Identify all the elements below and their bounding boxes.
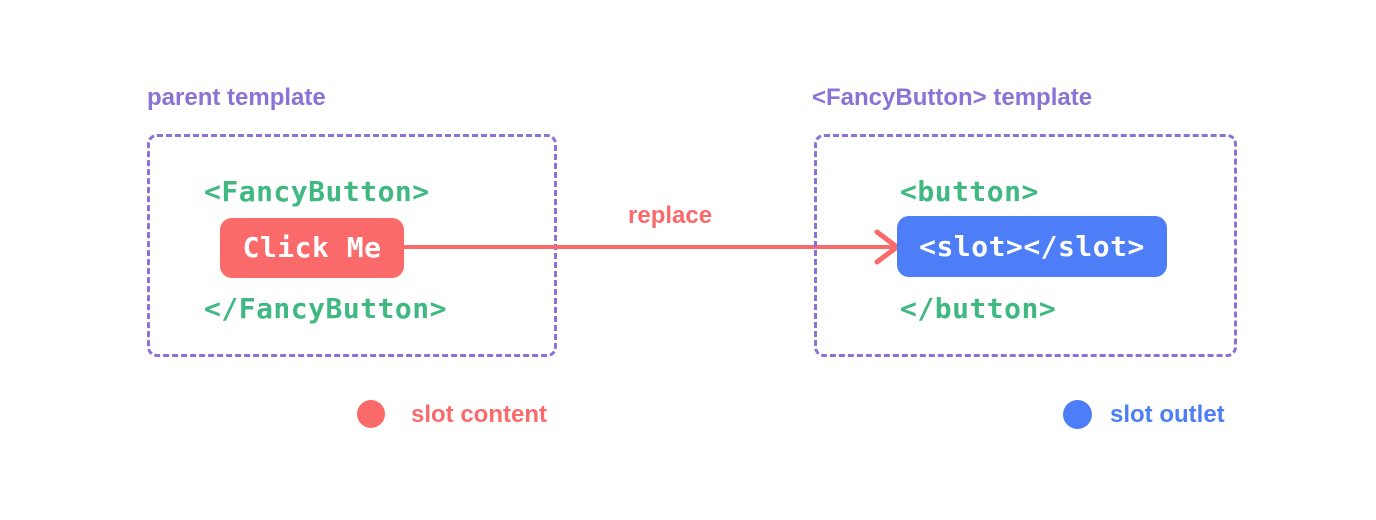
- code-fancybutton-close-tag: </FancyButton>: [204, 292, 448, 325]
- fancybutton-template-box: [814, 134, 1237, 357]
- legend-slot-outlet-label: slot outlet: [1110, 401, 1225, 428]
- slot-outlet-dot-icon: [1063, 400, 1092, 429]
- slot-content-chip: Click Me: [220, 218, 404, 278]
- slot-content-dot-icon: [357, 400, 385, 428]
- code-fancybutton-open-tag: <FancyButton>: [204, 175, 430, 208]
- code-button-close-tag: </button>: [900, 292, 1057, 325]
- legend-slot-content-label: slot content: [411, 401, 547, 428]
- slot-outlet-chip-label: <slot></slot>: [919, 229, 1145, 263]
- replace-label: replace: [628, 202, 713, 229]
- fancybutton-template-title: <FancyButton> template: [812, 84, 1093, 111]
- parent-template-title: parent template: [147, 84, 326, 111]
- slot-content-chip-label: Click Me: [242, 231, 382, 264]
- code-button-open-tag: <button>: [900, 175, 1039, 208]
- slot-outlet-chip: <slot></slot>: [897, 216, 1167, 277]
